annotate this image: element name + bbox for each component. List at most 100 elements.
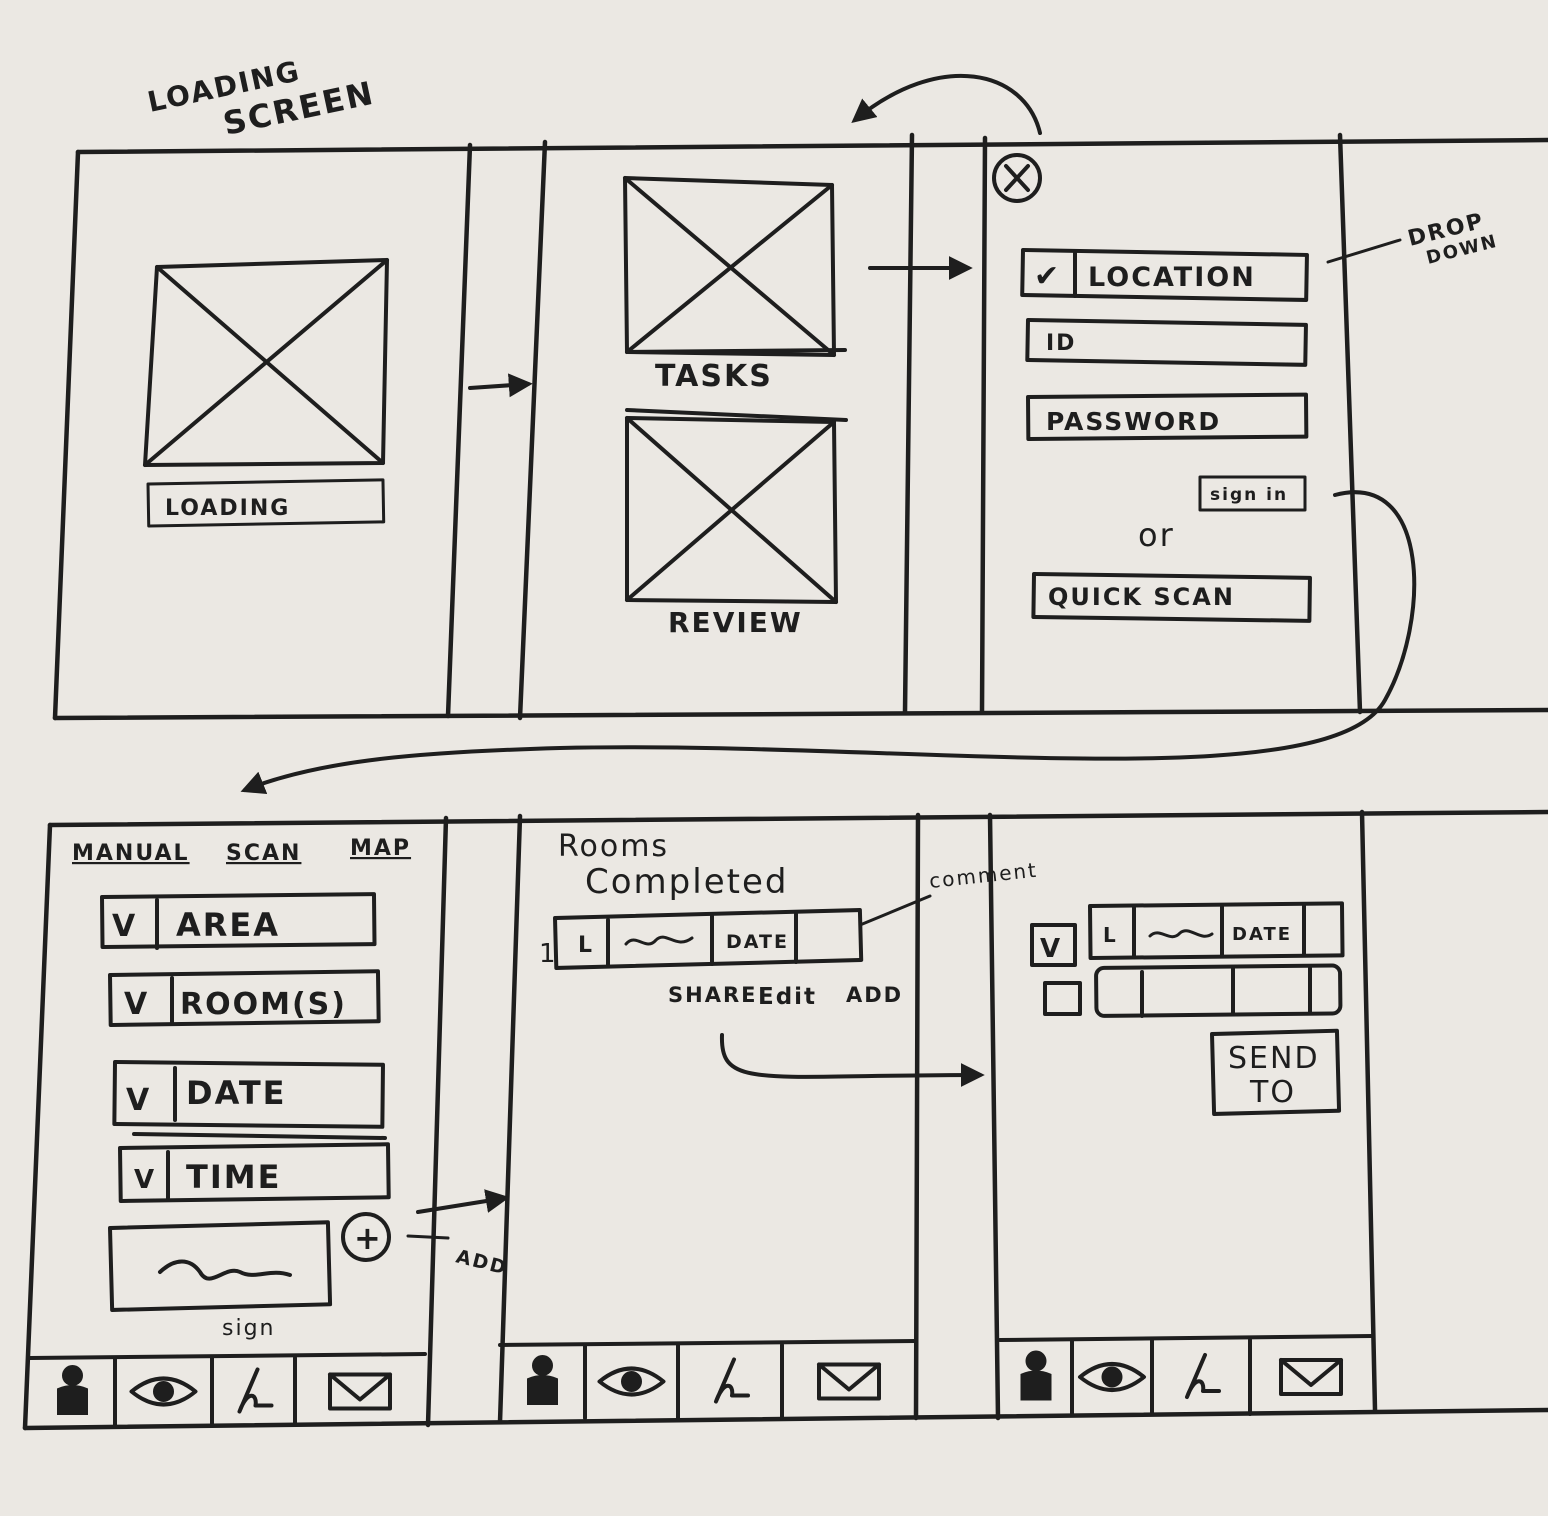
edit-action[interactable]: Edit <box>758 984 817 1010</box>
rooms-completed-screen: Rooms Completed 1 L DATE comment SHARE E… <box>539 829 1039 1088</box>
top-row-bottom-edge <box>52 707 1548 721</box>
password-placeholder: PASSWORD <box>1046 407 1221 436</box>
room-row[interactable]: L DATE <box>553 908 864 970</box>
send-row-check-mark: V <box>1040 934 1062 964</box>
date-dropdown[interactable]: V DATE <box>112 1060 385 1129</box>
bottom-row-frames <box>22 809 1548 1431</box>
share-action[interactable]: SHARE <box>668 983 757 1007</box>
room-row-cell-location: L <box>578 933 594 958</box>
nav-bar-rooms <box>498 1339 918 1420</box>
pen-icon[interactable] <box>237 1367 274 1414</box>
send-to-label-line2: TO <box>1249 1075 1296 1110</box>
send-row-selected[interactable]: L DATE <box>1087 901 1345 960</box>
rooms-dropdown-check: V <box>124 987 149 1022</box>
bottom-nav-bars <box>28 1334 1374 1427</box>
signature-pad[interactable] <box>107 1220 333 1312</box>
mail-icon[interactable] <box>817 1362 881 1401</box>
pen-icon[interactable] <box>714 1357 750 1404</box>
add-action[interactable]: ADD <box>846 983 903 1007</box>
or-label: or <box>1138 516 1175 554</box>
dropdown-pointer-line <box>1326 238 1402 264</box>
date-label: DATE <box>186 1074 287 1112</box>
tab-manual[interactable]: MANUAL <box>72 841 190 866</box>
room-row-actions: SHARE Edit ADD <box>668 983 903 1010</box>
tab-map[interactable]: MAP <box>350 836 411 861</box>
loading-bar-label: LOADING <box>165 496 290 521</box>
signature-label: sign <box>222 1316 275 1341</box>
id-field[interactable]: ID <box>1025 318 1308 367</box>
rooms-title-line2: Completed <box>585 862 788 902</box>
rooms-dropdown[interactable]: V ROOM(S) <box>107 969 381 1027</box>
room-row-cell-date: DATE <box>726 931 789 953</box>
home-screen: TASKS REVIEW <box>623 176 848 639</box>
manual-screen: MANUAL SCAN MAP V AREA V ROOM(S) V DATE … <box>72 836 510 1341</box>
area-dropdown[interactable]: V AREA <box>100 892 377 950</box>
signature-scribble <box>158 1259 292 1281</box>
send-to-label-line1: SEND <box>1228 1041 1320 1076</box>
nav-bar-top-edge <box>498 1339 918 1347</box>
tasks-tile[interactable] <box>623 176 836 357</box>
user-icon[interactable] <box>57 1365 88 1415</box>
date-dropdown-check: V <box>126 1083 151 1118</box>
nav-bar-send <box>998 1334 1374 1416</box>
comment-pointer-line <box>858 894 932 927</box>
review-tile[interactable] <box>625 416 838 604</box>
quick-scan-button[interactable]: QUICK SCAN <box>1031 572 1312 623</box>
eye-icon[interactable] <box>129 1376 198 1407</box>
flow-arrow-manual-to-rooms <box>416 1189 510 1214</box>
add-icon: + <box>354 1219 383 1257</box>
top-row-top-edge <box>75 137 1548 155</box>
send-row-cell-scribble <box>1148 929 1214 939</box>
send-row-empty[interactable] <box>1094 963 1343 1018</box>
bottom-row-bottom-edge <box>22 1407 1548 1431</box>
loading-screen: LOADING <box>143 258 389 528</box>
location-label: LOCATION <box>1088 262 1256 293</box>
eye-icon[interactable] <box>597 1366 666 1397</box>
send-row-cell-date: DATE <box>1232 924 1292 945</box>
add-button[interactable]: + <box>341 1212 391 1262</box>
sign-in-label: sign in <box>1210 485 1288 505</box>
nav-bar-top-edge <box>998 1334 1374 1342</box>
loading-screen-annotation: LOADING SCREEN <box>145 54 378 143</box>
nav-bar-manual <box>28 1352 427 1427</box>
loading-image-placeholder <box>143 258 389 467</box>
quick-scan-label: QUICK SCAN <box>1048 583 1235 611</box>
dropdown-annotation: DROP DOWN <box>1326 209 1500 269</box>
flow-arrow-login-back <box>851 74 1042 135</box>
mail-icon[interactable] <box>1279 1358 1343 1396</box>
send-screen: V L DATE SEND TO <box>1030 901 1345 1116</box>
eye-icon[interactable] <box>1078 1362 1146 1392</box>
login-screen: ✔ LOCATION ID PASSWORD sign in or QUICK … <box>992 153 1312 623</box>
tab-scan[interactable]: SCAN <box>226 841 301 866</box>
nav-bar-top-edge <box>28 1352 427 1360</box>
flow-arrow-rooms-to-send <box>719 1033 985 1088</box>
time-label: TIME <box>186 1158 281 1196</box>
dropdown-check-icon: ✔ <box>1034 259 1061 294</box>
loading-progress-bar <box>146 478 386 528</box>
close-icon[interactable] <box>992 153 1042 203</box>
bottom-row-top-edge <box>47 809 1548 828</box>
tasks-label: TASKS <box>655 359 773 394</box>
time-dropdown-check: V <box>134 1165 156 1195</box>
flow-arrow-loading-to-home <box>468 373 533 398</box>
rooms-title-line1: Rooms <box>558 829 669 864</box>
review-label: REVIEW <box>668 606 803 639</box>
rooms-label: ROOM(S) <box>180 987 347 1022</box>
pen-icon[interactable] <box>1185 1353 1221 1399</box>
user-icon[interactable] <box>1020 1350 1052 1401</box>
send-to-button[interactable]: SEND TO <box>1210 1028 1342 1116</box>
mail-icon[interactable] <box>328 1372 392 1411</box>
time-dropdown[interactable]: V TIME <box>118 1142 391 1203</box>
room-row-cell-scribble <box>624 935 694 946</box>
sign-in-button[interactable]: sign in <box>1198 475 1307 512</box>
add-annotation: ADD <box>454 1246 510 1280</box>
password-field[interactable]: PASSWORD <box>1026 392 1309 441</box>
manual-tabs: MANUAL SCAN MAP <box>72 836 411 866</box>
user-icon[interactable] <box>527 1355 558 1405</box>
top-row-frames <box>52 132 1548 721</box>
send-row-checkbox-checked[interactable]: V <box>1030 923 1077 967</box>
send-row-checkbox-empty[interactable] <box>1043 981 1082 1016</box>
location-dropdown[interactable]: ✔ LOCATION <box>1020 247 1309 302</box>
room-row-index: 1 <box>539 939 558 969</box>
